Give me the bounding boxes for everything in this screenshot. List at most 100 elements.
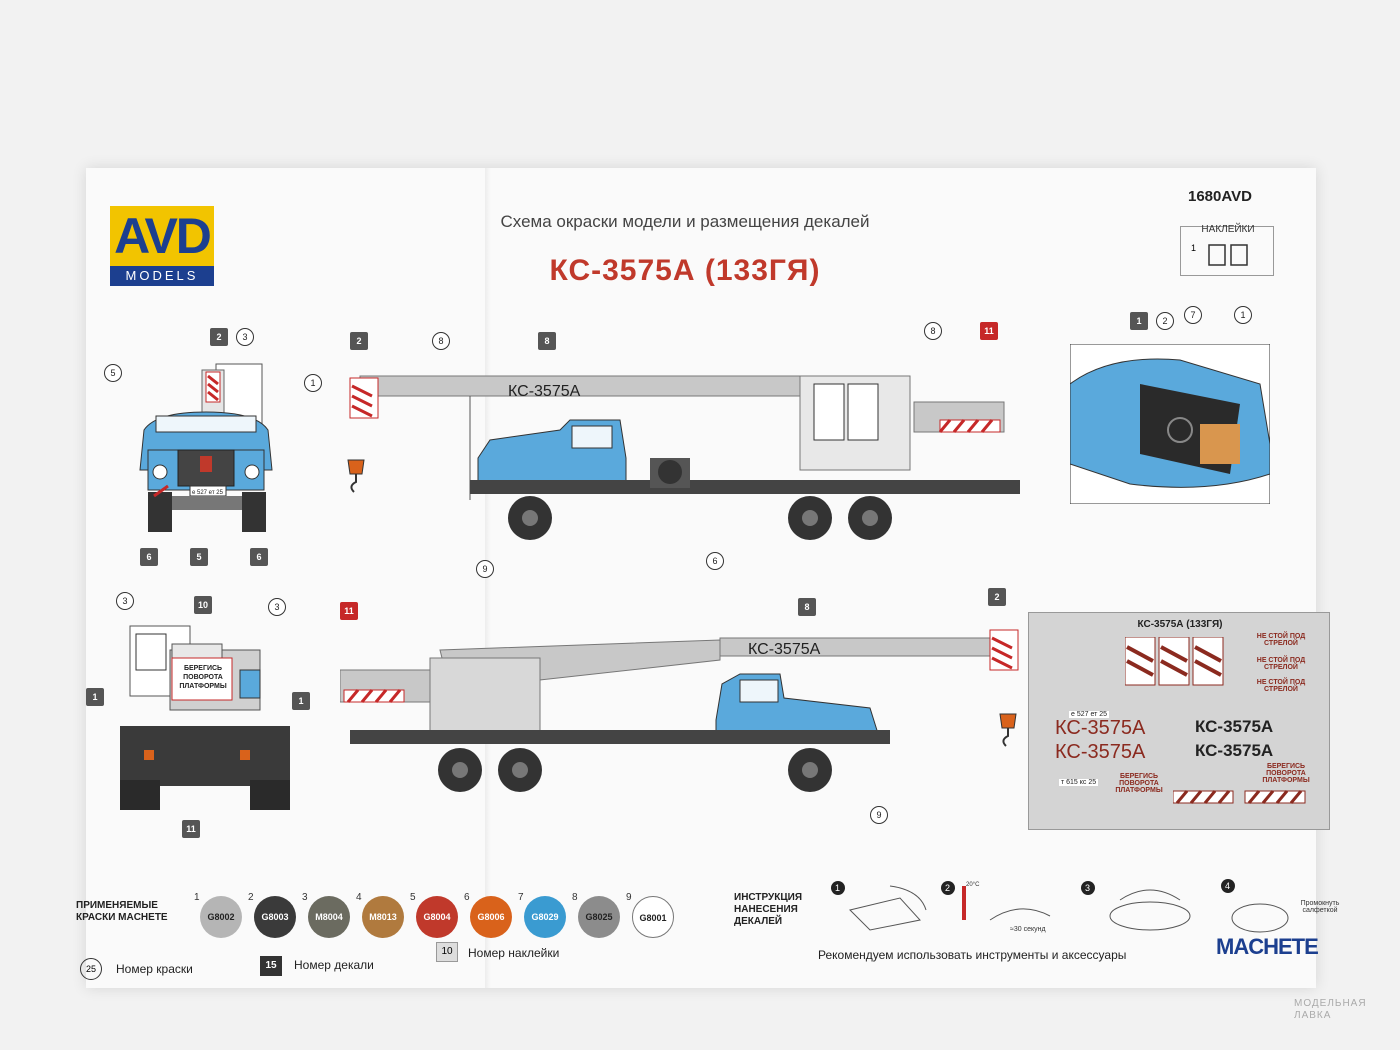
- paint-swatch-number: 9: [626, 892, 632, 903]
- callout-decal-8: 8: [538, 332, 556, 350]
- instruction-step-3: 3: [1081, 881, 1191, 931]
- decal-warning-2: НЕ СТОЙ ПОД СТРЕЛОЙ: [1256, 657, 1306, 671]
- decal-number-text: Номер декали: [294, 958, 374, 972]
- instruction-sheet: [86, 168, 1316, 988]
- paint-swatch-number: 7: [518, 892, 524, 903]
- decal-big-2: КС-3575А: [1055, 741, 1146, 763]
- step2-temp: 20°C: [966, 882, 980, 888]
- callout-decal-10: 10: [194, 596, 212, 614]
- callout-paint-9b: 9: [870, 806, 888, 824]
- page-title: КС-3575А (133ГЯ): [549, 254, 821, 287]
- paint-swatch: G8029: [524, 896, 566, 938]
- paint-swatch: M8013: [362, 896, 404, 938]
- front-plate-text: е 527 ет 25: [192, 490, 224, 496]
- decal-plate-2: т 615 кс 25: [1059, 779, 1099, 786]
- paint-swatch-number: 3: [302, 892, 308, 903]
- callout-paint-5: 5: [104, 364, 122, 382]
- recommend-text: Рекомендуем использовать инструменты и а…: [818, 948, 1127, 962]
- svg-text:1: 1: [835, 883, 840, 893]
- paint-swatch-number: 1: [194, 892, 200, 903]
- callout-paint-8b: 8: [924, 322, 942, 340]
- callout-decal-2c: 2: [988, 588, 1006, 606]
- paint-swatch: G8001: [632, 896, 674, 938]
- sticker-legend-box: НАКЛЕЙКИ 1: [1180, 224, 1274, 276]
- callout-paint-9: 9: [476, 560, 494, 578]
- step4-note: Промокнуть салфеткой: [1300, 900, 1340, 914]
- callout-decal-11c: 11: [182, 820, 200, 838]
- callout-paint-3: 3: [236, 328, 254, 346]
- kit-number: 1680AVD: [1188, 188, 1252, 205]
- rear-sign-text: БЕРЕГИСЬ ПОВОРОТА ПЛАТФОРМЫ: [179, 665, 227, 690]
- decal-plate-1: е 527 ет 25: [1069, 711, 1110, 718]
- boom-text-top: КС-3575А: [508, 383, 581, 400]
- instructions-label: ИНСТРУКЦИЯ НАНЕСЕНИЯ ДЕКАЛЕЙ: [734, 892, 803, 927]
- decal-sheet: КС-3575А (133ГЯ) НЕ СТОЙ ПОД СТРЕЛОЙ НЕ …: [1028, 612, 1330, 830]
- side-view-top-drawing: КС-3575А: [349, 375, 1020, 540]
- callout-decal-1c: 1: [292, 692, 310, 710]
- callout-decal-1b: 1: [86, 688, 104, 706]
- instruction-step-2: 2: [941, 881, 1051, 921]
- paint-swatch: G8006: [470, 896, 512, 938]
- paint-swatch-number: 6: [464, 892, 470, 903]
- sticker-legend-label: НАКЛЕЙКИ: [1201, 224, 1255, 235]
- callout-paint-6: 6: [706, 552, 724, 570]
- boom-text-bottom: КС-3575А: [748, 641, 821, 658]
- sticker-legend-num: 1: [1191, 243, 1197, 253]
- cab-interior-drawing: [1070, 344, 1270, 504]
- paint-swatch: G8004: [416, 896, 458, 938]
- page-subtitle: Схема окраски модели и размещения декале…: [500, 212, 870, 231]
- sticker-number-sample: 10: [436, 942, 458, 962]
- callout-paint-1b: 1: [1234, 306, 1252, 324]
- instruction-step-1: 1: [831, 881, 927, 931]
- paint-swatch-number: 2: [248, 892, 254, 903]
- callout-paint-8: 8: [432, 332, 450, 350]
- decal-big-1: КС-3575А: [1055, 717, 1146, 739]
- svg-text:2: 2: [945, 883, 950, 893]
- paint-swatch: M8004: [308, 896, 350, 938]
- paint-swatch-number: 8: [572, 892, 578, 903]
- callout-decal-2b: 2: [350, 332, 368, 350]
- logo-main-text: AVD: [110, 206, 214, 266]
- sticker-icon: [1208, 244, 1248, 266]
- callout-paint-1: 1: [304, 374, 322, 392]
- callout-decal-2: 2: [210, 328, 228, 346]
- rear-view-drawing: [120, 625, 290, 810]
- sticker-number-text: Номер наклейки: [468, 946, 560, 960]
- paint-swatch-number: 4: [356, 892, 362, 903]
- callout-decal-11b: 11: [340, 602, 358, 620]
- callout-decal-5: 5: [190, 548, 208, 566]
- callout-paint-3b: 3: [116, 592, 134, 610]
- decal-stripes-top: [1125, 637, 1224, 686]
- svg-text:3: 3: [1085, 883, 1090, 893]
- callout-decal-6b: 6: [250, 548, 268, 566]
- decal-sheet-title: КС-3575А (133ГЯ): [1137, 619, 1223, 630]
- paint-swatch: G8002: [200, 896, 242, 938]
- paints-label: ПРИМЕНЯЕМЫЕ КРАСКИ MACHETE: [76, 900, 168, 923]
- paint-swatch-number: 5: [410, 892, 416, 903]
- callout-paint-7: 7: [1184, 306, 1202, 324]
- machete-logo: MACHETE: [1216, 934, 1319, 959]
- decal-warning-1: НЕ СТОЙ ПОД СТРЕЛОЙ: [1256, 633, 1306, 647]
- decal-stripes-bottom: [1173, 790, 1306, 804]
- avd-logo: AVD MODELS: [110, 206, 214, 286]
- paint-swatch: G8003: [254, 896, 296, 938]
- decal-big-3: КС-3575А: [1195, 717, 1274, 736]
- decal-number-sample: 15: [260, 956, 282, 976]
- paint-number-text: Номер краски: [116, 962, 193, 976]
- callout-decal-11: 11: [980, 322, 998, 340]
- paint-swatch: G8025: [578, 896, 620, 938]
- watermark: МОДЕЛЬНАЯ ЛАВКА: [1294, 998, 1367, 1021]
- sheet-fold: [485, 168, 491, 988]
- front-view-drawing: е 527 ет 25: [139, 363, 273, 532]
- instruction-step-4: 4: [1221, 879, 1289, 933]
- hook-icon-bottom: [999, 713, 1017, 747]
- callout-decal-6: 6: [140, 548, 158, 566]
- logo-sub-text: MODELS: [110, 266, 214, 286]
- paint-number-sample: 25: [80, 958, 102, 980]
- decal-big-4: КС-3575А: [1195, 741, 1274, 760]
- decal-platform-1: БЕРЕГИСЬ ПОВОРОТА ПЛАТФОРМЫ: [1115, 773, 1163, 794]
- decal-platform-2: БЕРЕГИСЬ ПОВОРОТА ПЛАТФОРМЫ: [1262, 763, 1310, 784]
- svg-text:4: 4: [1225, 881, 1230, 891]
- hook-icon-top: [347, 459, 365, 493]
